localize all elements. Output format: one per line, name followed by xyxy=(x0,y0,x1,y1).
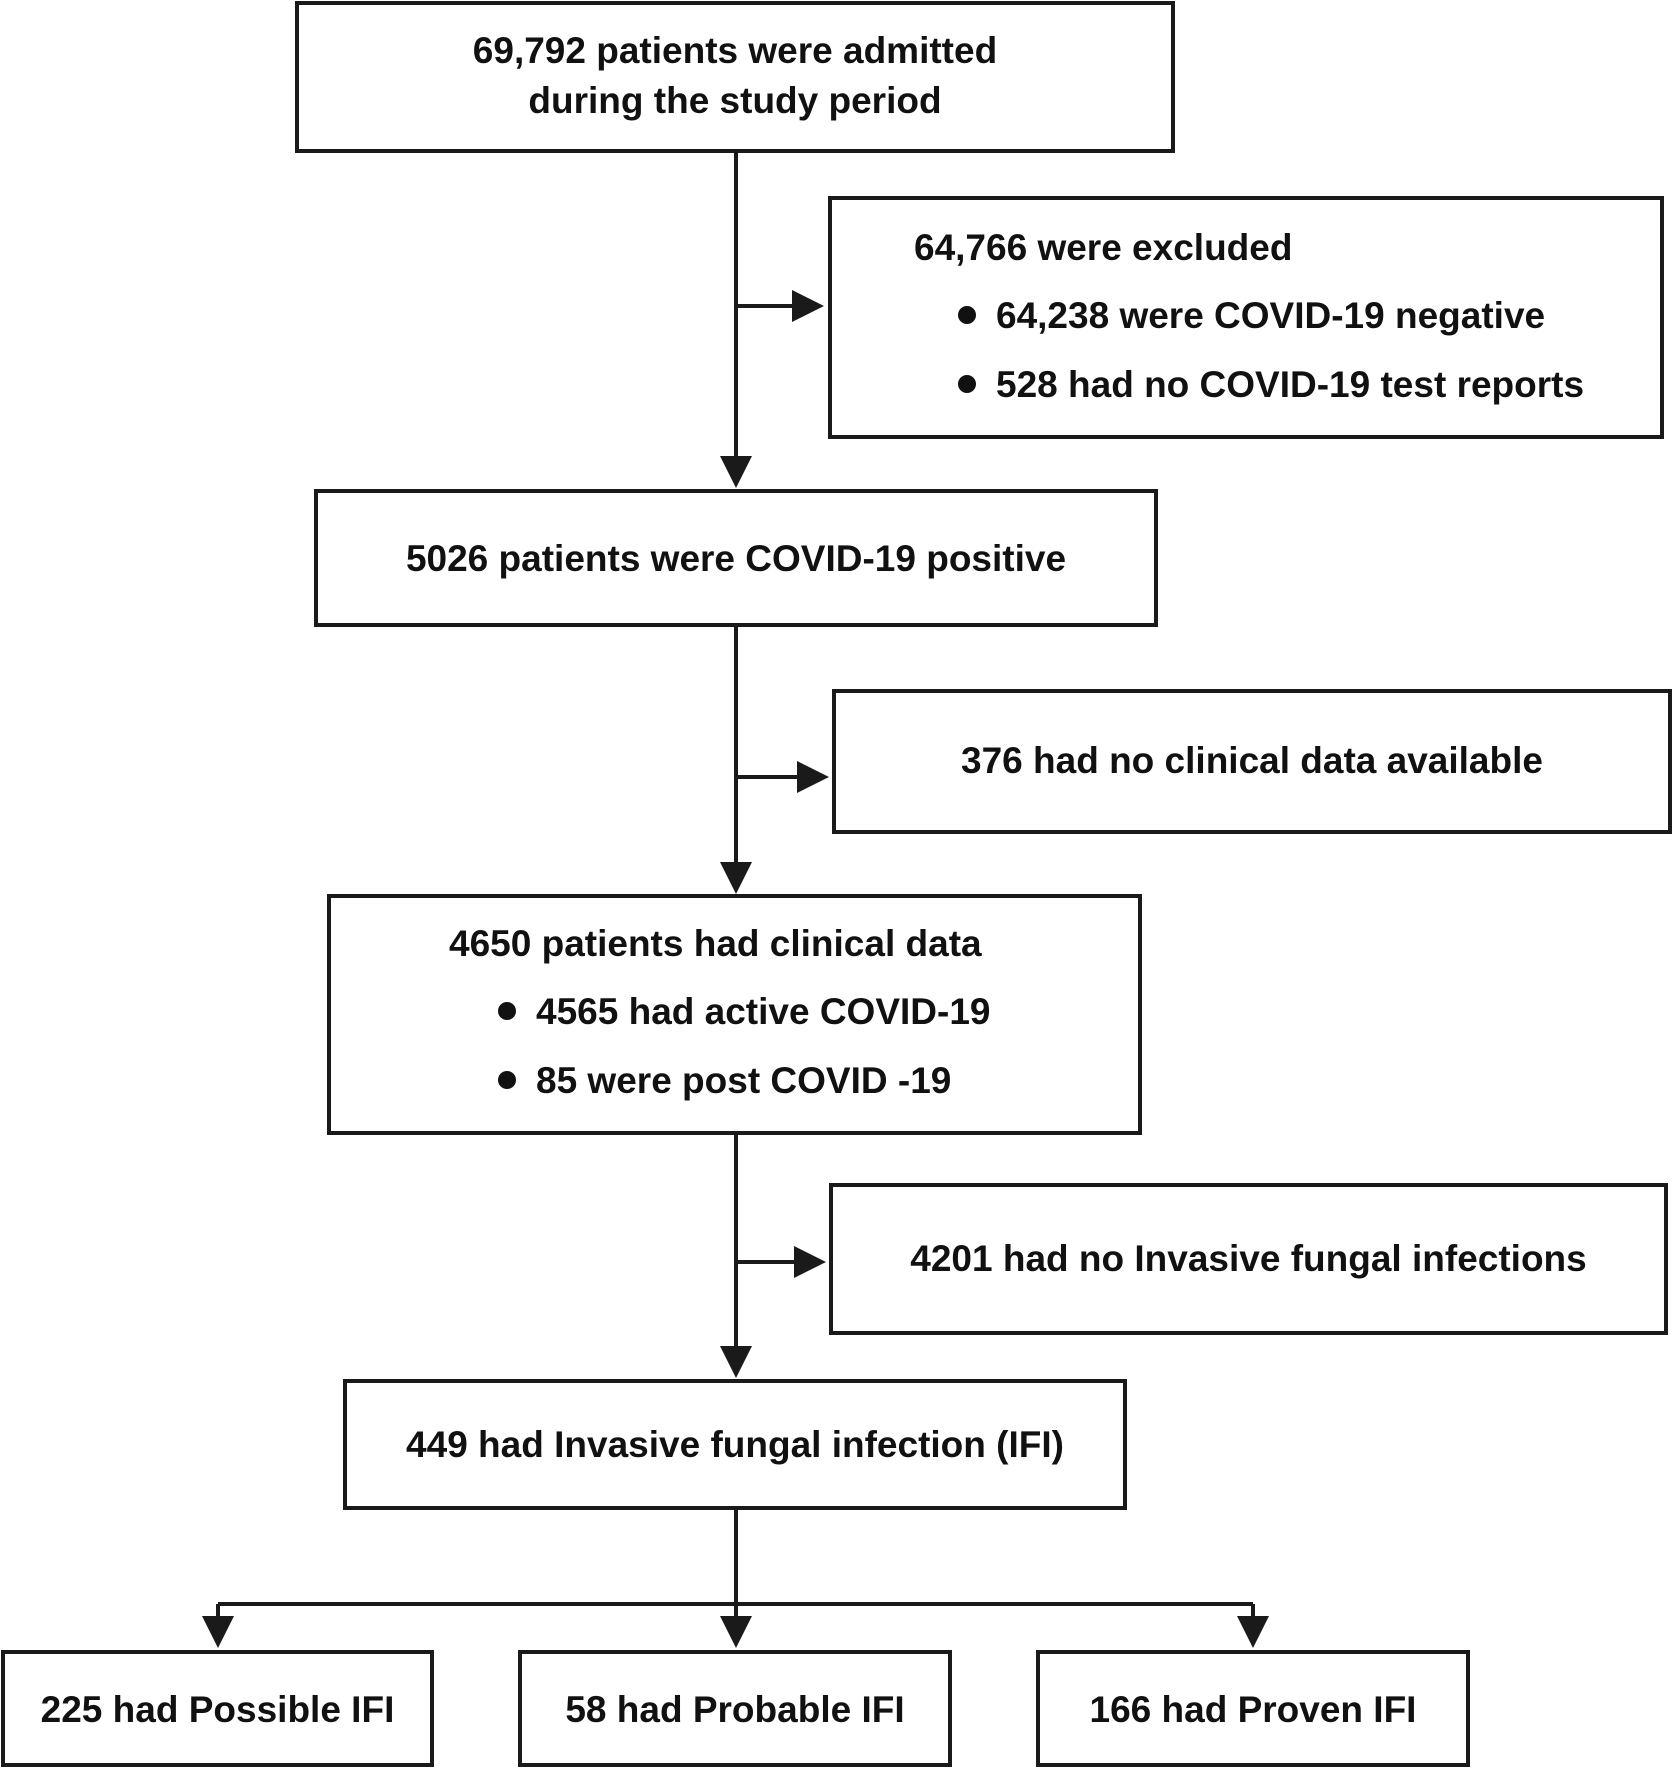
probable-ifi-box: 58 had Probable IFI xyxy=(518,1650,952,1767)
clinical-bullet-active-text: 4565 had active COVID-19 xyxy=(536,991,991,1032)
excluded-box: 64,766 were excluded 64,238 were COVID-1… xyxy=(828,196,1664,439)
positive-text: 5026 patients were COVID-19 positive xyxy=(405,538,1067,579)
proven-ifi-text: 166 had Proven IFI xyxy=(1089,1689,1417,1730)
excluded-bullet-negative: 64,238 were COVID-19 negative xyxy=(958,294,1545,338)
clinical-bullet-post: 85 were post COVID -19 xyxy=(498,1059,951,1103)
bullet-dot xyxy=(958,306,976,325)
admitted-box: 69,792 patients were admitted during the… xyxy=(295,1,1175,153)
excluded-bullet-no-test: 528 had no COVID-19 test reports xyxy=(958,363,1584,407)
clinical-bullet-post-text: 85 were post COVID -19 xyxy=(536,1060,952,1101)
clinical-title: 4650 patients had clinical data xyxy=(449,923,982,964)
bullet-dot xyxy=(498,1071,516,1090)
clinical-bullet-active: 4565 had active COVID-19 xyxy=(498,990,991,1034)
ifi-box: 449 had Invasive fungal infection (IFI) xyxy=(343,1379,1127,1510)
excluded-bullet-no-test-text: 528 had no COVID-19 test reports xyxy=(996,364,1585,405)
excluded-title: 64,766 were excluded xyxy=(914,227,1293,268)
probable-ifi-text: 58 had Probable IFI xyxy=(565,1689,905,1730)
admitted-line1: 69,792 patients were admitted xyxy=(472,30,998,71)
no-ifi-text: 4201 had no Invasive fungal infections xyxy=(910,1238,1587,1279)
no-clinical-text: 376 had no clinical data available xyxy=(961,740,1543,781)
possible-ifi-text: 225 had Possible IFI xyxy=(40,1689,395,1730)
possible-ifi-box: 225 had Possible IFI xyxy=(1,1650,434,1767)
clinical-box: 4650 patients had clinical data 4565 had… xyxy=(327,894,1142,1135)
no-ifi-box: 4201 had no Invasive fungal infections xyxy=(829,1183,1668,1335)
ifi-text: 449 had Invasive fungal infection (IFI) xyxy=(406,1424,1064,1465)
excluded-bullet-negative-text: 64,238 were COVID-19 negative xyxy=(996,295,1546,336)
bullet-dot xyxy=(498,1002,516,1021)
admitted-line2: during the study period xyxy=(528,80,942,121)
positive-box: 5026 patients were COVID-19 positive xyxy=(314,489,1158,627)
proven-ifi-box: 166 had Proven IFI xyxy=(1036,1650,1470,1767)
bullet-dot xyxy=(958,375,976,394)
no-clinical-box: 376 had no clinical data available xyxy=(832,689,1672,834)
